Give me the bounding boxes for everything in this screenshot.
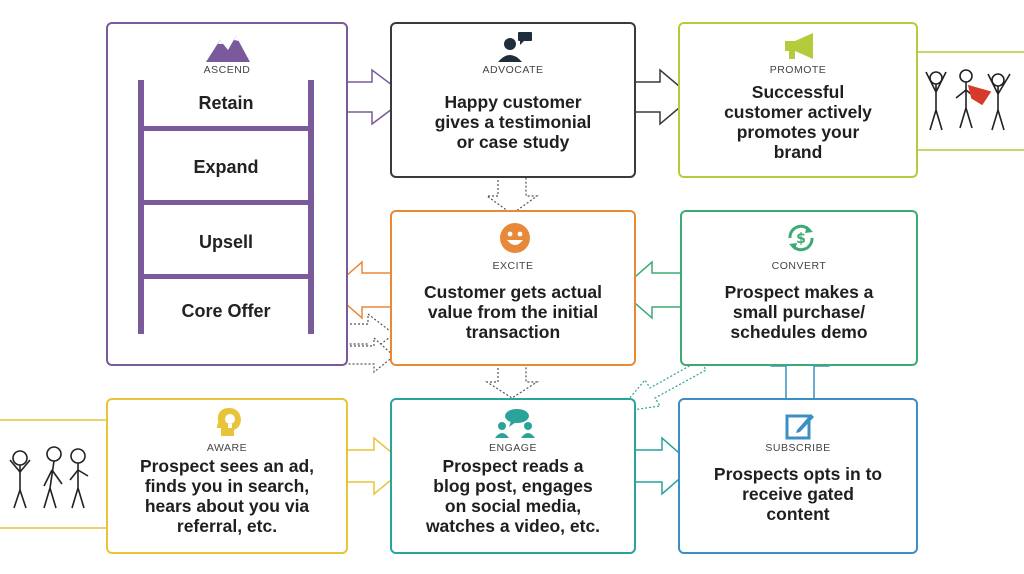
stage-label: AWARE <box>206 442 248 454</box>
arrow-ascend-loop-to-excite-lower <box>346 336 395 374</box>
stage-subscribe: SUBSCRIBE Prospects opts in to receive g… <box>678 398 918 554</box>
curious-figures-icon <box>9 446 89 509</box>
lightbulb-head-icon <box>216 408 241 436</box>
dollar-cycle-icon: $ <box>788 224 814 252</box>
smiley-icon <box>500 223 530 253</box>
promote-edge-line <box>916 51 1024 151</box>
ladder: Retain Expand Upsell Core Offer <box>138 80 314 334</box>
rung-core-offer: Core Offer <box>181 301 271 321</box>
edit-pencil-icon <box>785 414 814 440</box>
svg-text:$: $ <box>796 231 806 247</box>
stage-excite: EXCITE Customer gets actual value from t… <box>390 210 636 366</box>
stage-promote: PROMOTE Successful customer actively pro… <box>678 22 918 178</box>
stage-description: Prospect sees an ad, finds you in search… <box>139 456 315 536</box>
mountains-icon <box>206 36 250 62</box>
stage-label: PROMOTE <box>769 64 827 76</box>
rung-upsell: Upsell <box>198 232 254 252</box>
stage-convert: $ CONVERT Prospect makes a small purchas… <box>680 210 918 366</box>
stage-advocate: ADVOCATE Happy customer gives a testimon… <box>390 22 636 178</box>
stage-description: Prospect reads a blog post, engages on s… <box>425 456 601 536</box>
stage-engage: ENGAGE Prospect reads a blog post, engag… <box>390 398 636 554</box>
stage-label: ASCEND <box>203 64 251 76</box>
stage-description: Customer gets actual value from the init… <box>424 282 602 342</box>
stage-label: ENGAGE <box>489 442 537 454</box>
rung-expand: Expand <box>193 157 259 177</box>
stage-ascend: ASCEND Retain Expand Upsell Core Offer <box>106 22 348 366</box>
arrow-advocate-to-excite <box>485 176 539 215</box>
arrow-convert-to-engage <box>616 359 707 413</box>
stage-description: Prospect makes a small purchase/ schedul… <box>724 282 874 342</box>
ladder-step <box>138 200 314 205</box>
ladder-step <box>138 126 314 131</box>
rung-retain: Retain <box>198 93 254 113</box>
arrow-excite-to-engage <box>484 364 540 399</box>
stage-aware: AWARE Prospect sees an ad, finds you in … <box>106 398 348 554</box>
stage-label: SUBSCRIBE <box>765 442 831 454</box>
stage-description: Prospects opts in to receive gated conte… <box>713 464 883 524</box>
stage-label: CONVERT <box>771 260 827 272</box>
chat-people-icon <box>495 409 535 438</box>
speaking-person-icon <box>498 32 532 62</box>
stage-description: Happy customer gives a testimonial or ca… <box>434 92 592 152</box>
aware-edge-line <box>0 419 108 529</box>
stage-label: ADVOCATE <box>482 64 544 76</box>
stage-description: Successful customer actively promotes yo… <box>724 82 872 162</box>
cheering-figures-icon <box>925 69 1011 131</box>
ladder-step <box>138 274 314 279</box>
ladder-rail-right <box>308 80 314 334</box>
ladder-rail-left <box>138 80 144 334</box>
stage-label: EXCITE <box>492 260 534 272</box>
megaphone-icon <box>785 33 813 59</box>
